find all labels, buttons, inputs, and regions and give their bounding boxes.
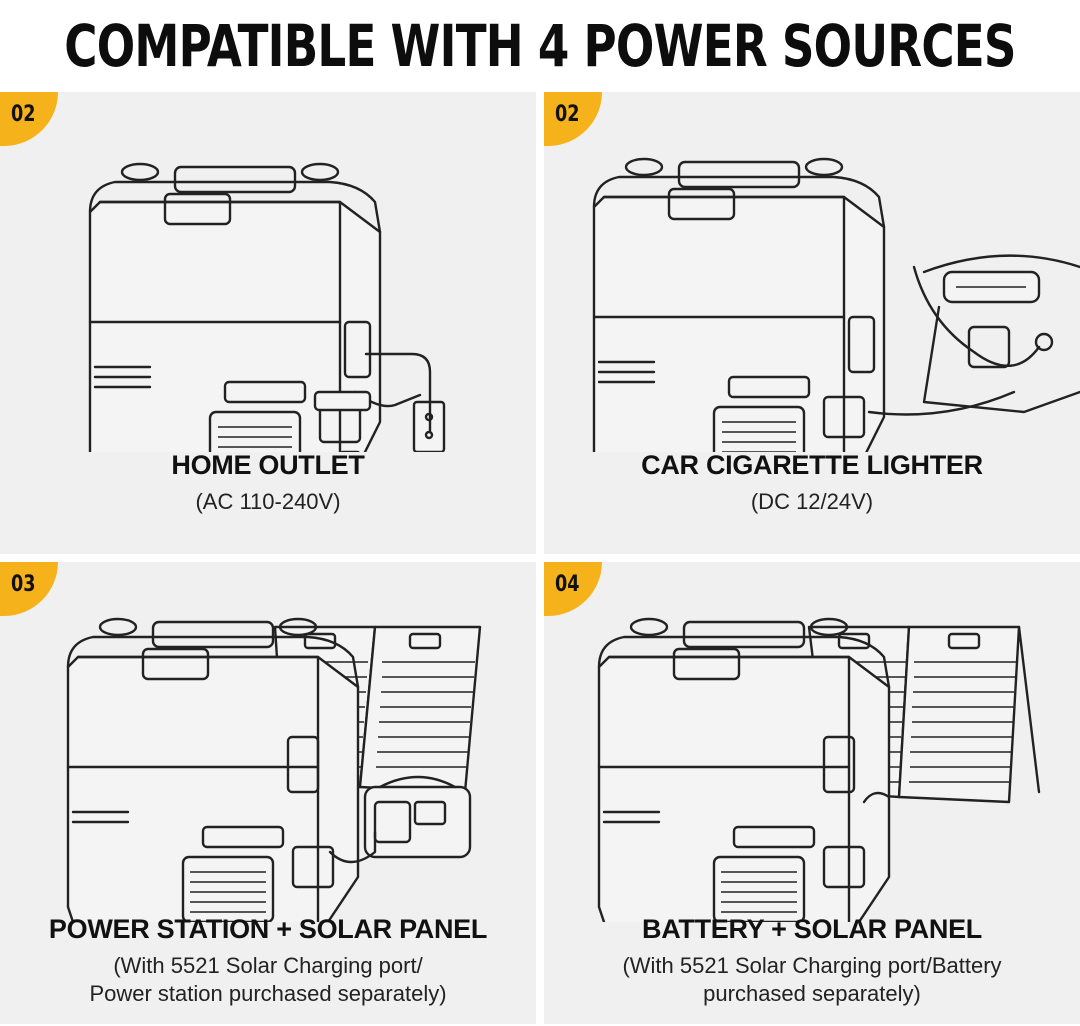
illustration xyxy=(544,92,1080,452)
fridge-icon xyxy=(66,617,482,922)
illustration xyxy=(0,92,536,452)
source-note: (With 5521 Solar Charging port/ Power st… xyxy=(0,952,536,1008)
fridge-icon xyxy=(88,162,446,452)
source-label: CAR CIGARETTE LIGHTER xyxy=(641,450,983,480)
power-station-icon xyxy=(363,775,472,859)
source-label: POWER STATION + SOLAR PANEL xyxy=(48,914,488,944)
car-dashboard-icon xyxy=(922,254,1080,414)
source-note-line-1: (With 5521 Solar Charging port/ xyxy=(113,953,423,978)
panel-power-station-solar: 03 POWER STATION + SOLAR PANEL (With 552… xyxy=(0,562,536,1024)
step-badge: 02 xyxy=(0,92,58,146)
fridge-icon xyxy=(597,617,1041,922)
source-note-line-1: (With 5521 Solar Charging port/Battery xyxy=(622,953,1002,978)
source-note: (With 5521 Solar Charging port/Battery p… xyxy=(544,952,1080,1008)
page-title: COMPATIBLE WITH 4 POWER SOURCES xyxy=(64,12,1016,80)
illustration xyxy=(544,562,1080,922)
illustration xyxy=(0,562,536,922)
source-label: BATTERY + SOLAR PANEL xyxy=(642,914,982,944)
step-badge: 03 xyxy=(0,562,58,616)
fridge-icon xyxy=(592,157,1080,452)
panel-battery-solar: 04 BATTERY + SOLAR PANEL (With 5521 Sola… xyxy=(544,562,1080,1024)
source-note-line-2: Power station purchased separately) xyxy=(89,981,447,1006)
source-spec: (AC 110-240V) xyxy=(195,489,341,514)
source-label: HOME OUTLET xyxy=(171,450,365,480)
source-spec: (DC 12/24V) xyxy=(750,489,874,514)
panel-car-lighter: 02 CAR CIGARETTE LIGHTER (DC 12/24V) xyxy=(544,92,1080,554)
source-note-line-2: purchased separately) xyxy=(703,981,921,1006)
panel-home-outlet: 02 HOME OUTLET (AC 110-240V) xyxy=(0,92,536,554)
